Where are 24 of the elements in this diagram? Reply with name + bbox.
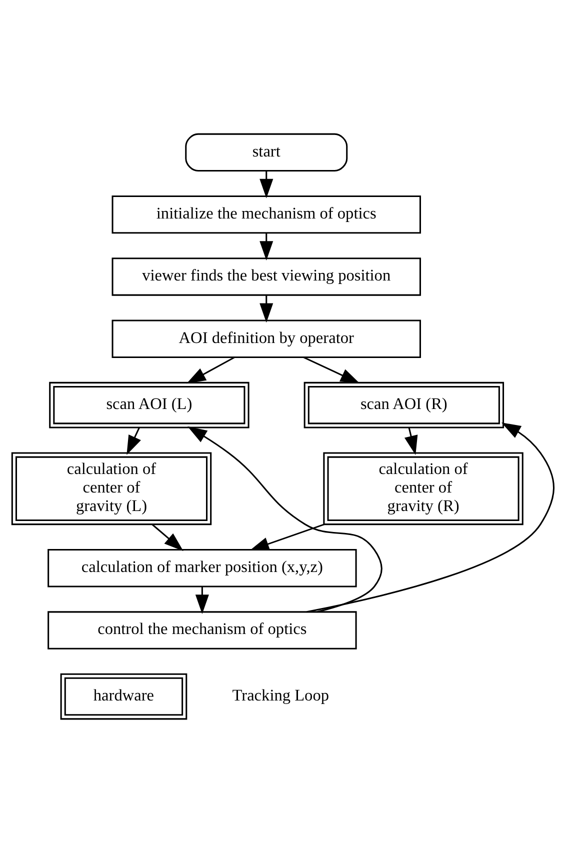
arrow: [152, 523, 184, 551]
legend-label: hardware: [93, 684, 154, 704]
arrow: [260, 294, 274, 322]
arrow: [260, 170, 274, 198]
node-box: calculation of marker position (x,y,z): [48, 548, 357, 587]
arrow: [306, 422, 554, 612]
arrow: [126, 426, 141, 454]
arrow: [186, 356, 236, 384]
arrow: [404, 426, 418, 455]
node-box: initialize the mechanism of optics: [112, 194, 421, 234]
arrow: [195, 586, 209, 614]
node-box: AOI definition by operator: [112, 319, 421, 358]
arrow: [188, 426, 382, 612]
node-box: scan AOI (R): [304, 381, 504, 428]
arrow: [303, 356, 360, 384]
arrow: [260, 232, 274, 260]
arrow: [250, 523, 324, 550]
node-box: start: [185, 132, 348, 172]
node-box: calculation of center of gravity (L): [11, 452, 212, 525]
node-box: calculation of center of gravity (R): [323, 452, 524, 525]
node-box: control the mechanism of optics: [48, 610, 357, 649]
node-box: scan AOI (L): [49, 381, 250, 428]
label: Tracking Loop: [232, 684, 330, 704]
node-box: viewer finds the best viewing position: [112, 257, 421, 296]
